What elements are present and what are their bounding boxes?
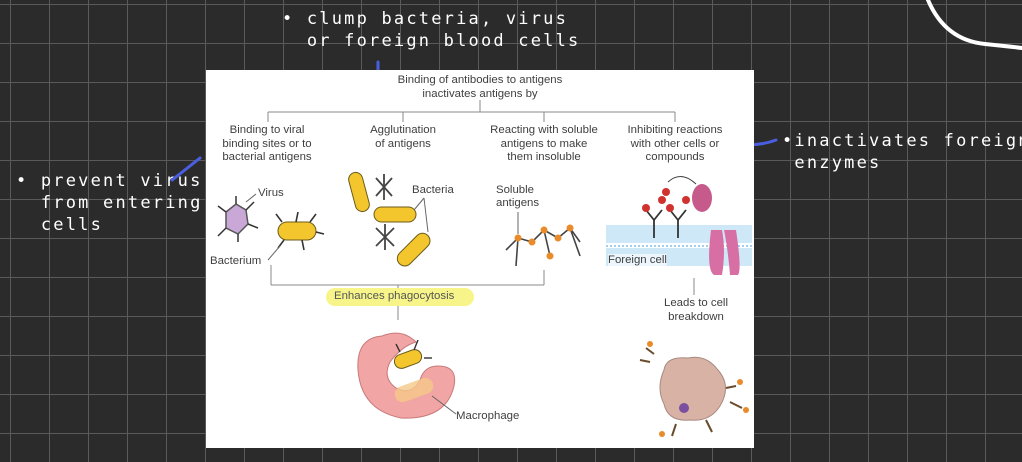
branch-label-inhibiting: Inhibiting reactions with other cells or… [610,124,740,165]
macrophage-shape [358,333,456,418]
diagram-panel: Binding of antibodies to antigens inacti… [206,70,754,448]
diagram-title: Binding of antibodies to antigens inacti… [370,74,590,101]
cell-breakdown-shape [640,341,749,437]
label-macrophage: Macrophage [456,410,519,423]
label-virus: Virus [258,187,284,200]
soluble-antigen-dots [515,225,574,260]
label-foreign-cell: Foreign cell [608,254,667,267]
branch-label-soluble: Reacting with soluble antigens to make t… [474,124,614,165]
label-bacterium: Bacterium [210,255,261,268]
label-enhances-phagocytosis: Enhances phagocytosis [334,290,454,303]
corner-curve-stroke [928,0,1022,48]
label-soluble-antigens: Soluble antigens [496,184,539,210]
soluble-antigens [506,228,580,266]
branch-label-agglutination: Agglutination of antigens [348,124,458,151]
bacterium-shape [276,212,324,250]
branch-label-binding: Binding to viral binding sites or to bac… [202,124,332,165]
label-leads-to-breakdown: Leads to cell breakdown [648,297,744,324]
label-bacteria: Bacteria [412,184,454,197]
left-pointer-stroke [172,158,200,180]
virus-shape [218,196,258,242]
